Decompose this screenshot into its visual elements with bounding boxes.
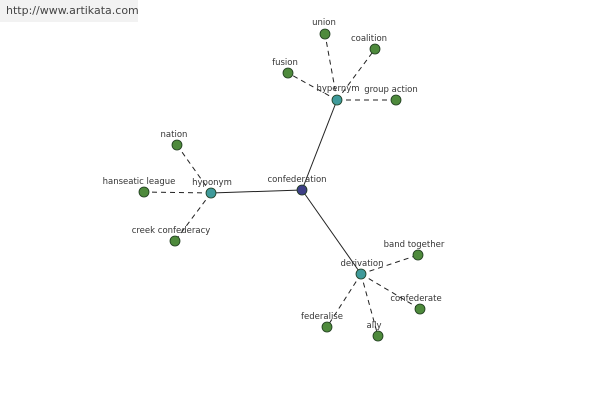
word-node-fusion[interactable]: fusion xyxy=(272,58,298,79)
relation-node-circle[interactable] xyxy=(331,94,343,106)
word-node-coalition[interactable]: coalition xyxy=(351,34,387,55)
word-node-label[interactable]: band together xyxy=(384,240,445,250)
word-node-label[interactable]: ally xyxy=(367,321,382,331)
word-node-group-action[interactable]: group action xyxy=(364,85,418,106)
word-node-circle[interactable] xyxy=(414,303,426,315)
word-node-label[interactable]: union xyxy=(312,18,336,28)
relation-node-label[interactable]: derivation xyxy=(340,259,383,269)
center-node-circle[interactable] xyxy=(296,184,308,196)
center-node-confederation[interactable]: confederation xyxy=(267,175,327,196)
center-node-label[interactable]: confederation xyxy=(267,175,326,185)
relation-node-derivation[interactable]: derivation xyxy=(340,259,384,280)
word-node-band-together[interactable]: band together xyxy=(384,240,445,261)
word-node-circle[interactable] xyxy=(171,139,183,151)
relation-node-circle[interactable] xyxy=(205,187,217,199)
graph-edges xyxy=(143,33,421,337)
word-node-creek-confederacy[interactable]: creek confederacy xyxy=(132,226,211,247)
word-node-circle[interactable] xyxy=(138,186,150,198)
word-node-label[interactable]: coalition xyxy=(351,34,387,44)
edge-derivation-federalise xyxy=(326,273,362,328)
edge-hyponym-nation xyxy=(176,144,212,194)
word-node-circle[interactable] xyxy=(321,321,333,333)
edge-derivation-band-together xyxy=(360,254,419,275)
word-node-circle[interactable] xyxy=(412,249,424,261)
edge-hypernym-union xyxy=(324,33,338,101)
relation-node-circle[interactable] xyxy=(355,268,367,280)
word-node-label[interactable]: group action xyxy=(364,85,418,95)
edge-hyponym-hanseatic-league xyxy=(143,191,212,194)
word-node-label[interactable]: creek confederacy xyxy=(132,226,211,236)
edge-confederation-derivation xyxy=(301,189,362,275)
site-url-watermark[interactable]: http://www.artikata.com xyxy=(0,0,139,22)
word-node-circle[interactable] xyxy=(169,235,181,247)
word-node-label[interactable]: fusion xyxy=(272,58,298,68)
word-node-label[interactable]: hanseatic league xyxy=(103,177,176,187)
edge-hyponym-creek-confederacy xyxy=(174,192,212,242)
word-node-label[interactable]: confederate xyxy=(390,294,441,304)
word-node-label[interactable]: federalise xyxy=(301,312,343,322)
word-node-circle[interactable] xyxy=(319,28,331,40)
word-node-federalise[interactable]: federalise xyxy=(301,312,343,333)
word-node-circle[interactable] xyxy=(372,330,384,342)
edge-hypernym-coalition xyxy=(336,48,376,101)
word-node-union[interactable]: union xyxy=(312,18,336,40)
relation-node-label[interactable]: hyponym xyxy=(192,178,232,188)
relation-node-hypernym[interactable]: hypernym xyxy=(316,84,360,106)
edge-confederation-hypernym xyxy=(301,99,338,191)
edge-confederation-hyponym xyxy=(210,189,303,194)
word-node-circle[interactable] xyxy=(390,94,402,106)
word-node-confederate[interactable]: confederate xyxy=(390,294,442,315)
word-node-ally[interactable]: ally xyxy=(367,321,384,342)
relation-node-hyponym[interactable]: hyponym xyxy=(192,178,232,199)
word-node-hanseatic-league[interactable]: hanseatic league xyxy=(103,177,176,198)
word-node-circle[interactable] xyxy=(369,43,381,55)
graph-nodes: union coalition fusion group action nation ha… xyxy=(103,18,445,342)
edge-derivation-confederate xyxy=(360,273,421,310)
word-node-nation[interactable]: nation xyxy=(161,130,188,151)
relation-node-label[interactable]: hypernym xyxy=(316,84,359,94)
word-node-label[interactable]: nation xyxy=(161,130,188,140)
edge-hypernym-fusion xyxy=(287,72,338,101)
word-node-circle[interactable] xyxy=(282,67,294,79)
edge-derivation-ally xyxy=(360,273,379,337)
